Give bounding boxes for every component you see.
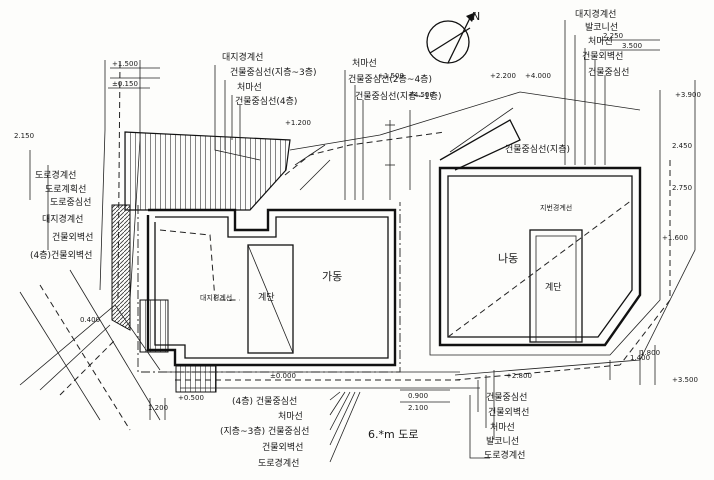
building-ga	[137, 202, 401, 373]
leaders-top-right	[564, 20, 606, 165]
north-arrow: N	[426, 10, 480, 64]
dim-7: +1.200	[285, 119, 311, 127]
room-stair-right: 계단	[545, 281, 562, 293]
dim-5: +4.000	[525, 72, 551, 80]
label-left-1: 건물중심선(지층~3층)	[230, 67, 317, 78]
label-side-5: (4층)건물외벽선	[30, 249, 92, 261]
label-left-0: 대지경계선	[222, 51, 263, 63]
dim-9: +4.500	[408, 91, 434, 99]
label-right-3: 건물외벽선	[582, 50, 623, 62]
dim-19: 1.800	[640, 349, 660, 357]
label-center-2: 건물중심선(지층~1층)	[355, 91, 442, 102]
road-lines-bottom	[160, 365, 480, 393]
dim-15: 1.200	[148, 404, 168, 412]
dim-14: 2.100	[408, 404, 428, 412]
dim-10: +1.500	[378, 72, 404, 80]
label-right-2: 처마선	[588, 35, 613, 47]
label-right-4: 건물중심선	[588, 67, 629, 78]
connecting-lines	[284, 91, 641, 191]
label-bottom-right-2: 처마선	[490, 421, 515, 433]
dim-22: 2.750	[672, 184, 692, 192]
dim-4: +2.200	[490, 72, 516, 80]
dimension-ticks	[29, 39, 660, 420]
note-na-boundary: 지번경계선	[540, 203, 572, 212]
hatched-roof-left	[111, 131, 291, 353]
road-lines-left	[19, 60, 161, 431]
dim-18: 2.150	[14, 132, 34, 140]
label-left-2: 처마선	[237, 81, 262, 93]
dim-6: +3.900	[675, 91, 701, 99]
label-side-1: 도로계획선	[45, 183, 86, 195]
label-side-2: 도로중심선	[50, 197, 91, 208]
dim-21: +2.800	[506, 372, 532, 380]
note-road: 6.*m 도로	[368, 428, 418, 441]
dim-0: +1.500	[112, 60, 138, 68]
label-bottom-0: (4층) 건물중심선	[232, 396, 297, 407]
dim-12: 1.400	[630, 354, 650, 362]
note-na-top: 건물중심선(지층)	[505, 144, 570, 155]
dim-20: 0.400	[80, 316, 100, 324]
building-na	[429, 80, 696, 381]
dim-16: +0.500	[178, 394, 204, 402]
dim-13: 0.900	[408, 392, 428, 400]
label-bottom-2: (지층~3층) 건물중심선	[220, 426, 309, 437]
label-bottom-1: 처마선	[278, 410, 303, 422]
label-left-3: 건물중심선(4층)	[235, 96, 297, 107]
label-right-0: 대지경계선	[575, 8, 616, 20]
label-bottom-right-4: 도로경계선	[484, 449, 525, 461]
label-bottom-right-3: 발코니선	[486, 436, 519, 447]
label-bottom-4: 도로경계선	[258, 457, 299, 469]
leaders-top-left	[214, 65, 261, 161]
label-side-0: 도로경계선	[35, 169, 76, 181]
label-bottom-3: 건물외벽선	[262, 441, 303, 453]
dim-8: 2.450	[672, 142, 692, 150]
label-right-1: 발코니선	[585, 22, 618, 33]
north-label: N	[472, 10, 480, 23]
label-bottom-right-0: 건물중심선	[486, 392, 527, 403]
room-na: 나동	[498, 252, 518, 265]
room-stair-left: 계단	[258, 291, 275, 303]
leaders-bottom	[329, 370, 495, 463]
dim-11: +3.500	[672, 376, 698, 384]
label-bottom-right-1: 건물외벽선	[488, 406, 529, 418]
label-center-1: 건물중심선(2층~4층)	[348, 74, 432, 85]
label-center-0: 처마선	[352, 57, 377, 69]
label-side-4: 건물외벽선	[52, 231, 93, 243]
label-side-3: 대지경계선	[42, 213, 83, 225]
dim-1: ±0.150	[112, 80, 138, 88]
dim-3: 3.500	[622, 42, 642, 50]
dim-17: ±0.000	[270, 372, 296, 380]
room-ga: 가동	[322, 270, 342, 283]
note-ga-wall: 대지경계선	[200, 293, 232, 302]
dim-2: 2.250	[603, 32, 623, 40]
dim-23: +1.600	[662, 234, 688, 242]
leaders-center	[344, 70, 364, 200]
